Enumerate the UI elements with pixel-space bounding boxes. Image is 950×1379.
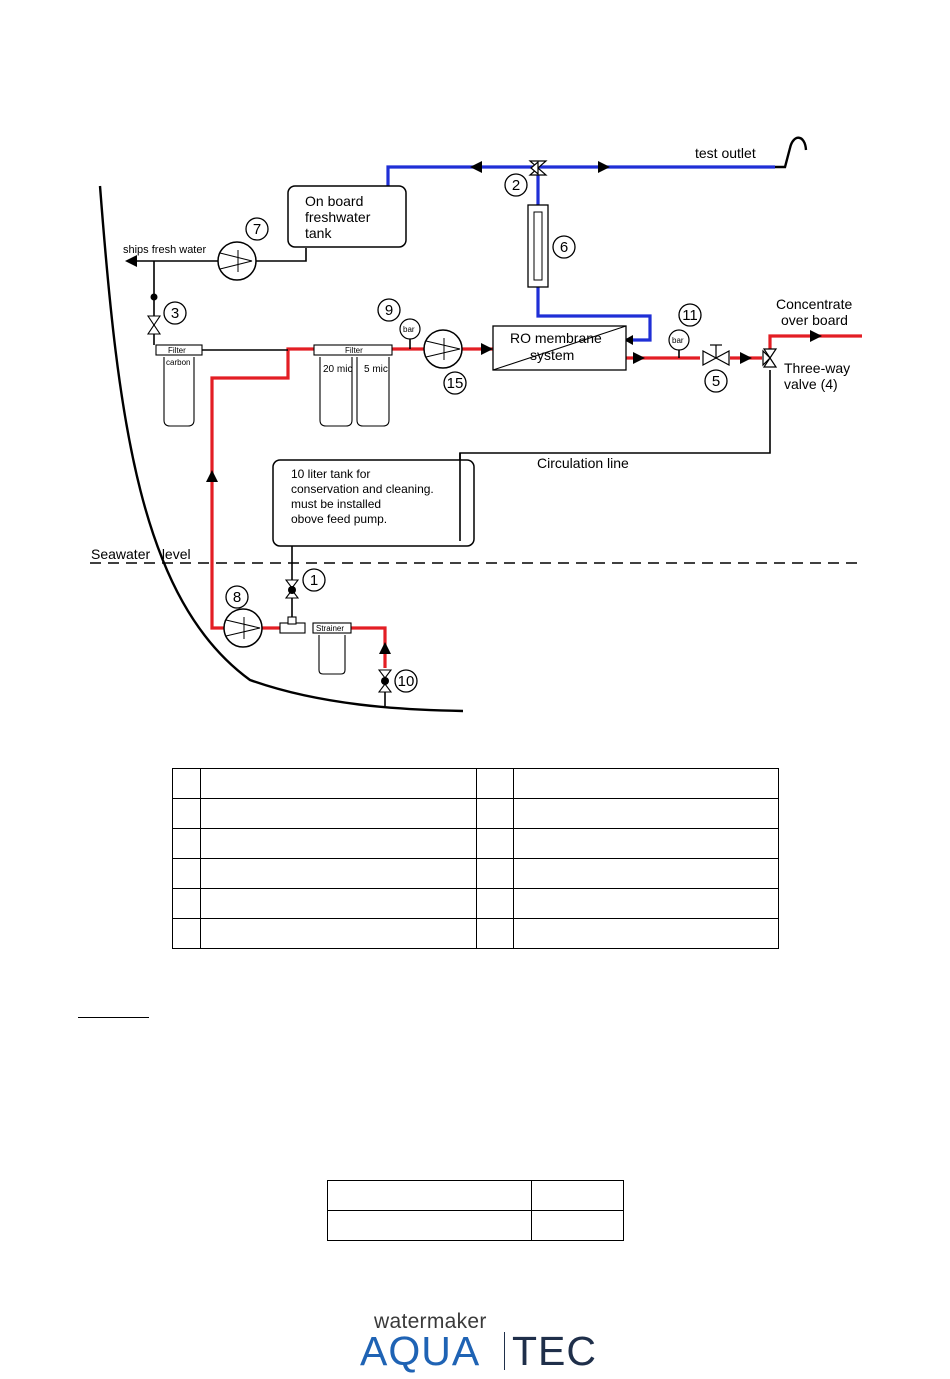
tee-fitting-icon: [279, 616, 306, 634]
arrow-into-membrane: [624, 335, 633, 345]
callout-2-number: 2: [512, 177, 520, 194]
small-table: [327, 1180, 624, 1241]
section-heading-underline: [78, 1017, 149, 1018]
arrow-overboard: [810, 330, 822, 342]
callout-5-circle: [704, 369, 728, 393]
hull-curve: [98, 185, 464, 713]
arrow-to-membrane: [481, 343, 493, 355]
callout-10-number: 10: [398, 673, 415, 690]
circulation-line-label: Circulation line: [537, 455, 629, 471]
concentrate-label-2: over board: [781, 312, 848, 328]
table-row: [172, 858, 779, 889]
table-row: [327, 1180, 624, 1211]
double-filter-label: Filter: [345, 346, 363, 355]
carbon-filter-label-bottom: carbon: [166, 358, 190, 367]
cleaning-tank-label-2: conservation and cleaning.: [291, 482, 434, 496]
callout-6-circle: [552, 235, 576, 259]
concentrate-label-1: Concentrate: [776, 296, 852, 312]
freshwater-lines: [386, 165, 775, 342]
callout-3-number: 3: [171, 305, 179, 322]
table-row: [172, 828, 779, 859]
logo-tec-text: TEC: [512, 1328, 597, 1374]
arrow-up-intake: [379, 642, 391, 654]
table-row: [172, 798, 779, 829]
callout-8-circle: [225, 585, 249, 609]
logo-aqua-text: AQUA: [360, 1328, 481, 1374]
table-row: [172, 918, 779, 949]
three-way-valve-icon: [762, 348, 778, 368]
callout-8-number: 8: [233, 589, 241, 606]
carbon-filter-label-top: Filter: [168, 346, 186, 355]
callout-5-number: 5: [712, 373, 720, 390]
arrow-up-feed: [206, 470, 218, 482]
callout-11-number: 11: [682, 307, 698, 324]
gauge-11-label: bar: [672, 336, 684, 345]
callout-6-number: 6: [560, 239, 568, 256]
callout-1-circle: [302, 568, 326, 592]
valve-5-icon: [702, 344, 730, 367]
cleaning-tank-label-3: must be installed: [291, 497, 381, 511]
freshwater-tank-label-1: On board: [305, 193, 363, 209]
logo-separator: [504, 1332, 505, 1370]
freshwater-tank-box: [287, 185, 407, 248]
callout-15-number: 15: [447, 375, 464, 392]
ships-fresh-water-label: ships fresh water: [123, 244, 206, 256]
feed-pump-8-icon: [223, 608, 263, 648]
valve-2-icon: [528, 160, 548, 176]
table-row: [327, 1210, 624, 1241]
table-row: [172, 888, 779, 919]
test-outlet-label: test outlet: [695, 145, 756, 161]
callout-11-circle: [678, 303, 702, 327]
seawater-level-label: Seawater level: [91, 546, 191, 562]
carbon-filter-icon: [155, 344, 203, 427]
callout-7-circle: [245, 217, 269, 241]
callout-2-circle: [504, 173, 528, 197]
filter-5-mic-label: 5 mic: [364, 364, 388, 375]
table-row: [172, 768, 779, 799]
cleaning-tank-label-4: obove feed pump.: [291, 512, 387, 526]
pump-7-icon: [217, 241, 257, 281]
cleaning-tank-box: [272, 459, 475, 547]
callout-9-number: 9: [385, 302, 393, 319]
gauge-9-label: bar: [403, 325, 415, 334]
three-way-valve-label-2: valve (4): [784, 376, 838, 392]
callout-1-number: 1: [310, 572, 318, 589]
valve-3-icon: [146, 315, 162, 335]
pump-15-icon: [423, 329, 463, 369]
strainer-label: Strainer: [316, 624, 344, 633]
test-outlet-hook: [775, 136, 808, 169]
cleaning-tank-label-1: 10 liter tank for: [291, 467, 370, 481]
pressure-gauge-11-icon: [668, 329, 690, 351]
ro-membrane-label-2: system: [530, 347, 574, 363]
callout-10-circle: [394, 669, 418, 693]
callout-15-circle: [443, 371, 467, 395]
arrow-ships-fresh: [125, 255, 137, 267]
valve-10-icon: [377, 669, 393, 693]
callout-3-circle: [163, 301, 187, 325]
arrow-to-3way: [740, 352, 752, 364]
ro-membrane-label-1: RO membrane: [510, 330, 602, 346]
legend-table: [172, 768, 779, 949]
callout-7-number: 7: [253, 221, 261, 238]
three-way-valve-label-1: Three-way: [784, 360, 850, 376]
arrow-left-blue: [470, 161, 482, 173]
callout-9-circle: [377, 298, 401, 322]
logo-watermaker-text: watermaker: [374, 1310, 487, 1333]
arrow-right-blue: [598, 161, 610, 173]
freshwater-tank-label-3: tank: [305, 225, 332, 241]
filter-20-mic-label: 20 mic: [323, 364, 352, 375]
aquatec-logo: watermaker AQUA TEC: [360, 1310, 600, 1374]
pressure-gauge-9-icon: [399, 318, 421, 340]
strainer-icon: [312, 622, 352, 675]
double-filter-icon: [313, 344, 393, 427]
arrow-from-membrane: [633, 352, 645, 364]
freshwater-tank-label-2: freshwater: [305, 209, 371, 225]
